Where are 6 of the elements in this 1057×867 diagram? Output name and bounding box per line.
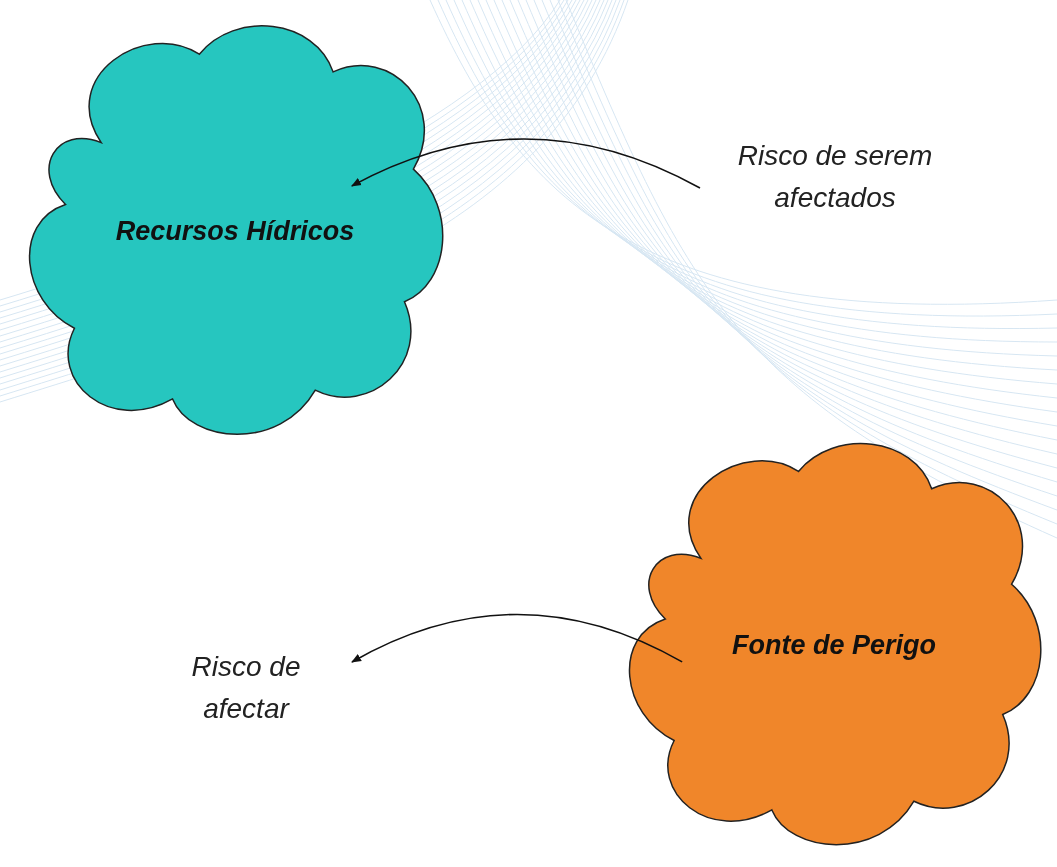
cloud-label: Recursos Hídricos: [115, 214, 355, 248]
curved-arrow: [350, 138, 701, 189]
annotation-text: Risco de serem afectados: [736, 139, 934, 215]
curved-arrow: [351, 613, 683, 663]
cloud-label: Fonte de Perigo: [732, 628, 936, 662]
annotation-text: Risco de afectar: [190, 649, 302, 726]
